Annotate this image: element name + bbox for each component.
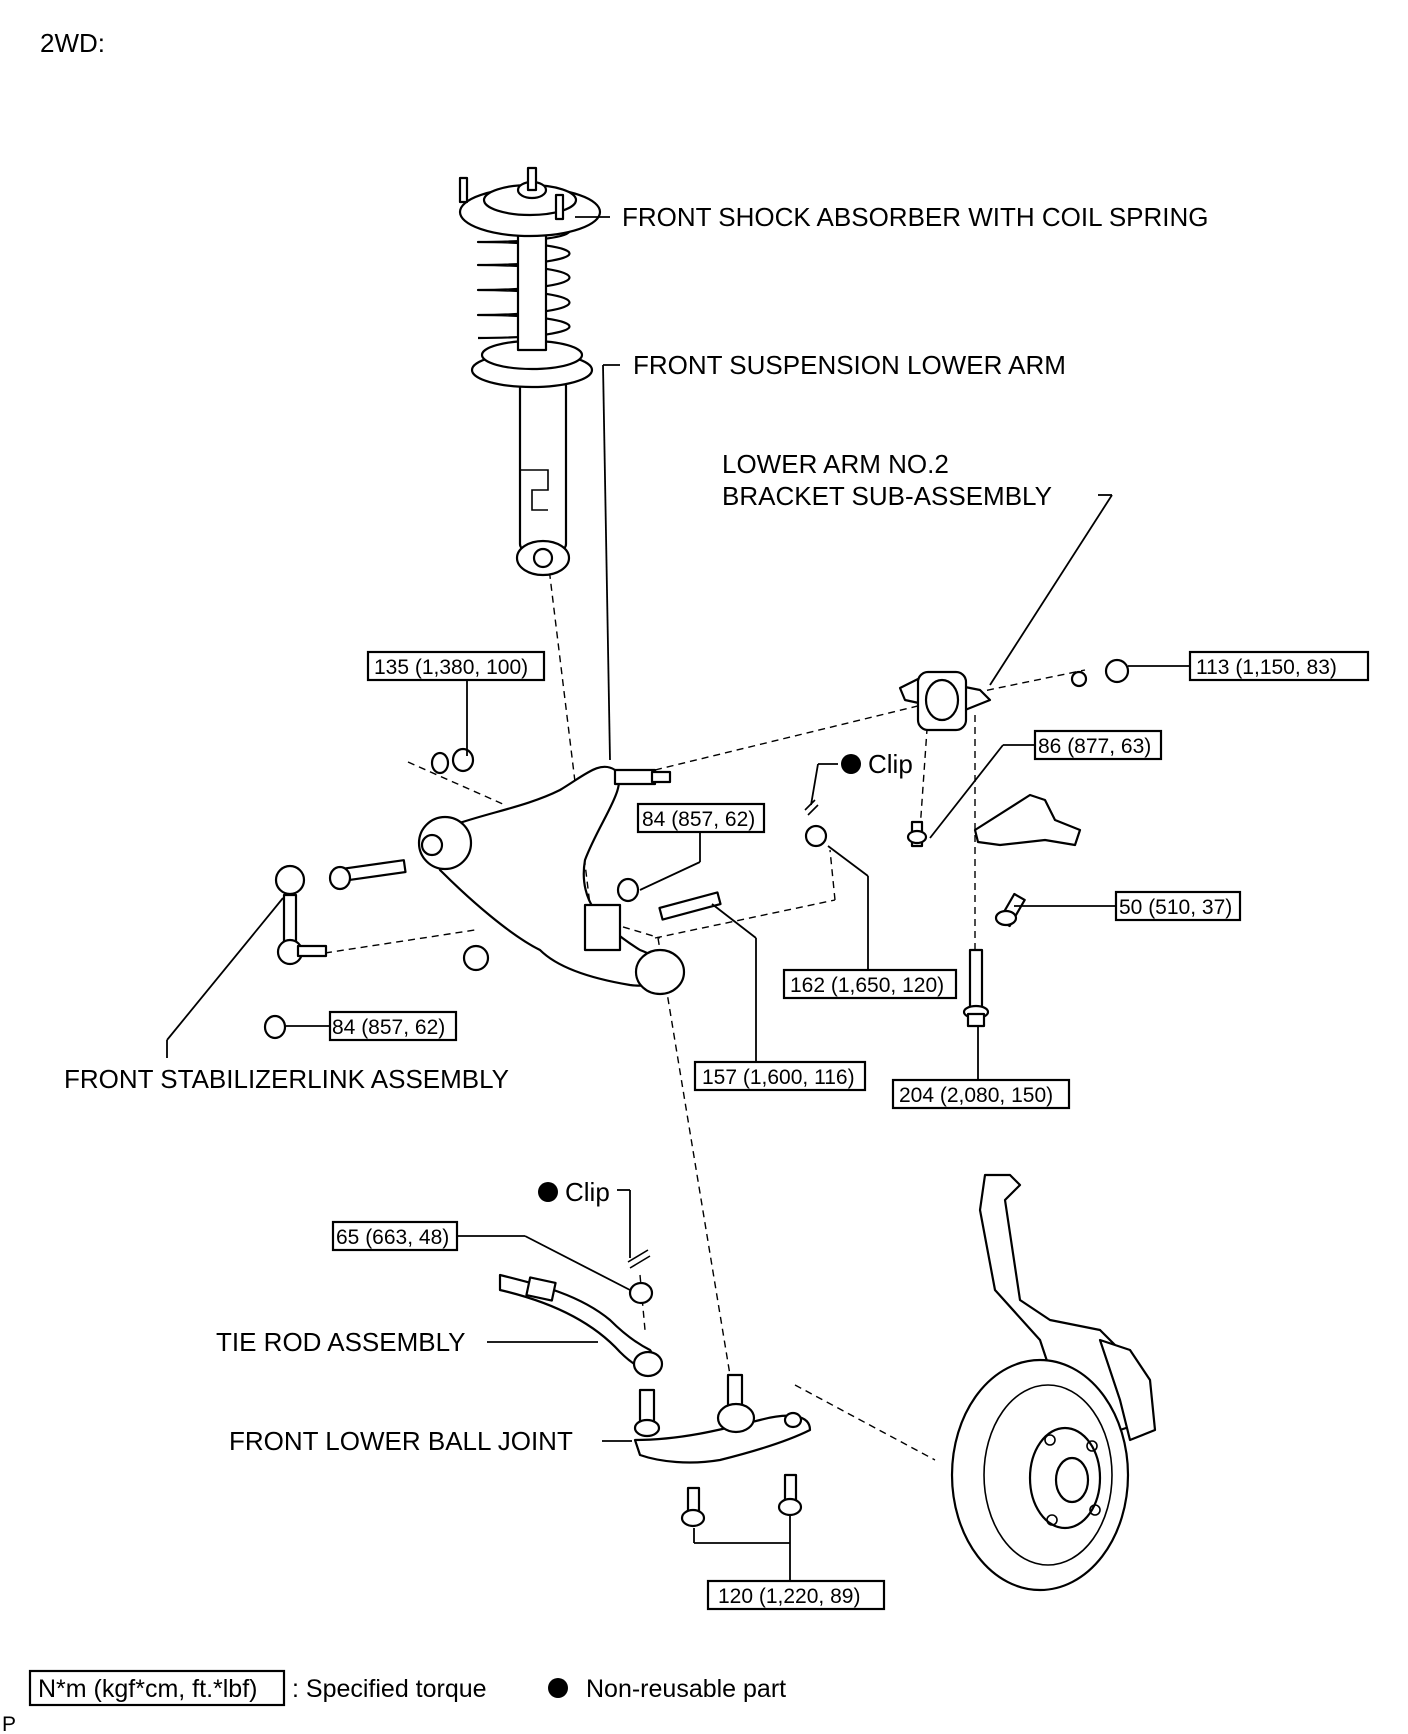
torque-120: 120 (1,220, 89) xyxy=(693,1514,886,1611)
non-reusable-dot-icon xyxy=(548,1678,568,1698)
torque-50: 50 (510, 37) xyxy=(1014,890,1242,922)
non-reusable-dot-icon xyxy=(841,754,861,774)
torque-204-value: 204 (2,080, 150) xyxy=(899,1084,1053,1107)
tie-rod-drawing xyxy=(498,1249,664,1378)
torque-86: 86 (877, 63) xyxy=(929,729,1163,839)
torque-157: 157 (1,600, 116) xyxy=(693,903,867,1092)
torque-84-arm-value: 84 (857, 62) xyxy=(642,808,755,831)
tie-rod-label: TIE ROD ASSEMBLY xyxy=(216,1327,465,1357)
bracket-label-line2: BRACKET SUB-ASSEMBLY xyxy=(722,481,1052,511)
lower-arm-label: FRONT SUSPENSION LOWER ARM xyxy=(633,350,1066,380)
torque-135: 135 (1,380, 100) xyxy=(366,650,546,756)
clip-2-label: Clip xyxy=(565,1177,610,1207)
stabilizer-link-label: FRONT STABILIZERLINK ASSEMBLY xyxy=(64,1064,509,1094)
shock-absorber-drawing xyxy=(458,166,602,577)
lower-arm-drawing xyxy=(417,765,686,996)
torque-65-value: 65 (663, 48) xyxy=(336,1226,449,1249)
torque-113: 113 (1,150, 83) xyxy=(1128,650,1370,682)
ball-joint-drawing xyxy=(633,1373,812,1528)
non-reusable-dot-icon xyxy=(538,1182,558,1202)
torque-84-link-value: 84 (857, 62) xyxy=(332,1016,445,1039)
ball-joint-label: FRONT LOWER BALL JOINT xyxy=(229,1426,573,1456)
footer-mark: P xyxy=(2,1713,16,1734)
legend-torque-text: : Specified torque xyxy=(292,1675,487,1703)
torque-162: 162 (1,650, 120) xyxy=(782,845,958,1000)
clip-2: Clip xyxy=(538,1177,631,1258)
clip-1-label: Clip xyxy=(868,749,913,779)
torque-113-value: 113 (1,150, 83) xyxy=(1196,656,1337,679)
torque-135-value: 135 (1,380, 100) xyxy=(374,656,528,679)
torque-50-value: 50 (510, 37) xyxy=(1119,896,1232,919)
torque-65: 65 (663, 48) xyxy=(331,1220,631,1291)
torque-162-value: 162 (1,650, 120) xyxy=(790,974,944,997)
shock-absorber-label: FRONT SHOCK ABSORBER WITH COIL SPRING xyxy=(622,202,1209,232)
torque-86-value: 86 (877, 63) xyxy=(1038,735,1151,758)
knuckle-disc-drawing xyxy=(950,1173,1157,1592)
torque-84-arm: 84 (857, 62) xyxy=(636,802,766,891)
torque-204: 204 (2,080, 150) xyxy=(891,1026,1071,1110)
torque-84-link: 84 (857, 62) xyxy=(286,1010,458,1042)
torque-157-value: 157 (1,600, 116) xyxy=(702,1066,855,1089)
variant-title: 2WD: xyxy=(40,28,105,58)
bracket-drawing xyxy=(898,670,992,732)
torque-120-value: 120 (1,220, 89) xyxy=(718,1585,860,1608)
washer-nut-drawing xyxy=(328,747,828,972)
brace-drawing xyxy=(906,658,1130,1028)
stabilizer-link-drawing xyxy=(263,864,328,1040)
legend-torque-unit: N*m (kgf*cm, ft.*lbf) xyxy=(38,1675,257,1703)
legend: N*m (kgf*cm, ft.*lbf) : Specified torque… xyxy=(28,1669,786,1707)
legend-nonreusable-text: Non-reusable part xyxy=(586,1675,786,1703)
clip-1: Clip xyxy=(810,749,913,806)
bracket-label-line1: LOWER ARM NO.2 xyxy=(722,449,949,479)
